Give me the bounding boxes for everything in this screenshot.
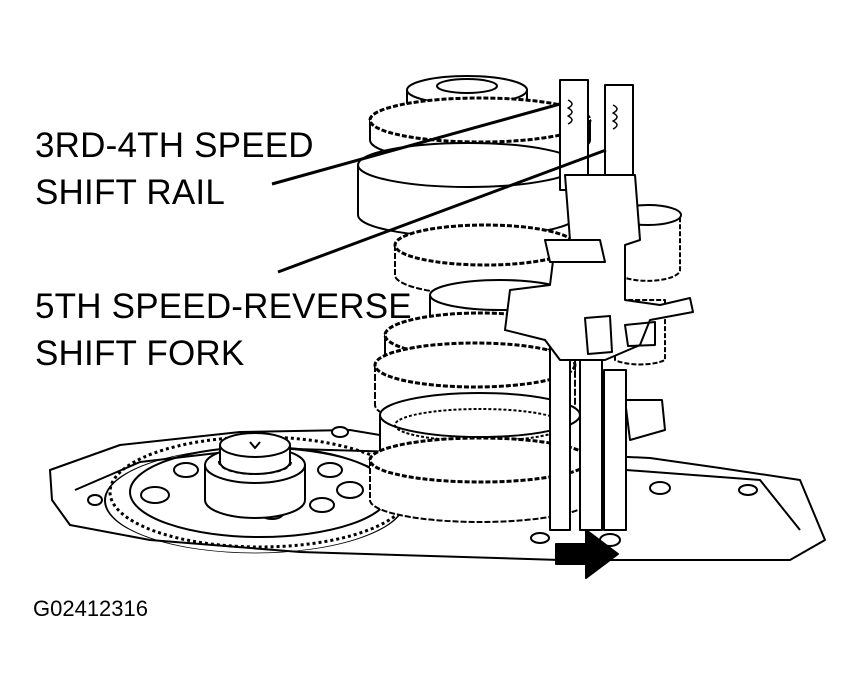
direction-arrow (555, 529, 619, 579)
case-bolts (87, 426, 758, 547)
leader-rail (271, 102, 561, 186)
shift-rails (549, 79, 634, 531)
callout-shift-rail: 3RD-4TH SPEED SHIFT RAIL (35, 122, 314, 216)
callout-shift-fork-line1: 5TH SPEED-REVERSE (35, 287, 412, 326)
callout-shift-rail-line1: 3RD-4TH SPEED (35, 126, 314, 165)
figure-id: G02412316 (33, 596, 148, 621)
shift-fork (504, 174, 694, 361)
gear-stack (357, 96, 592, 523)
callout-shift-fork-line2: SHIFT FORK (35, 334, 245, 373)
callout-shift-fork: 5TH SPEED-REVERSE SHIFT FORK (35, 283, 412, 377)
differential-bearing (204, 432, 306, 519)
leader-fork (277, 148, 607, 274)
callout-shift-rail-line2: SHIFT RAIL (35, 173, 226, 212)
